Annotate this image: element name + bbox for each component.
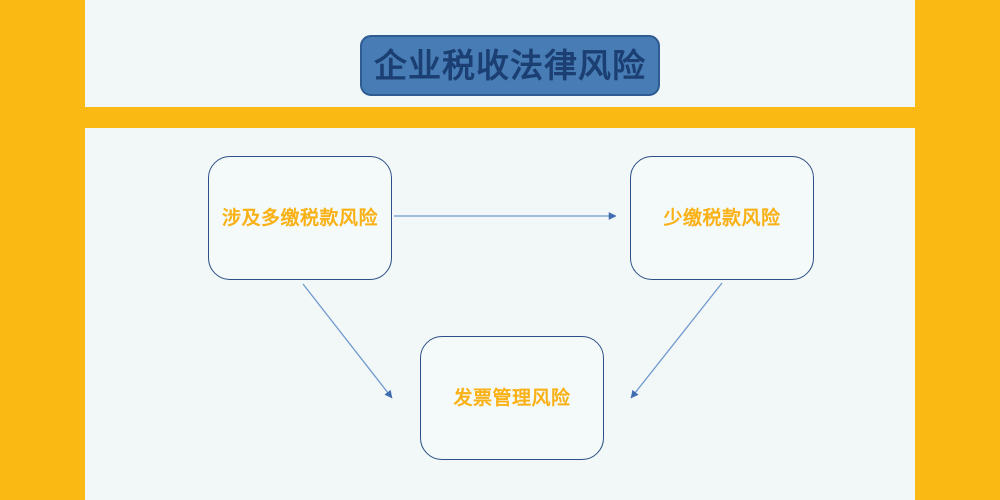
slide-title-box: 企业税收法律风险	[360, 35, 660, 96]
diagram-node-underpay-label: 少缴税款风险	[663, 206, 781, 229]
diagram-node-invoice-label: 发票管理风险	[453, 386, 571, 409]
diagram-node-underpay[interactable]: 少缴税款风险	[630, 156, 814, 280]
yellow-divider-band	[85, 107, 915, 128]
diagram-node-overpay[interactable]: 涉及多缴税款风险	[208, 156, 392, 280]
diagram-node-overpay-label: 涉及多缴税款风险	[221, 206, 378, 229]
slide-title-text: 企业税收法律风险	[374, 46, 646, 85]
diagram-node-invoice[interactable]: 发票管理风险	[420, 336, 604, 460]
